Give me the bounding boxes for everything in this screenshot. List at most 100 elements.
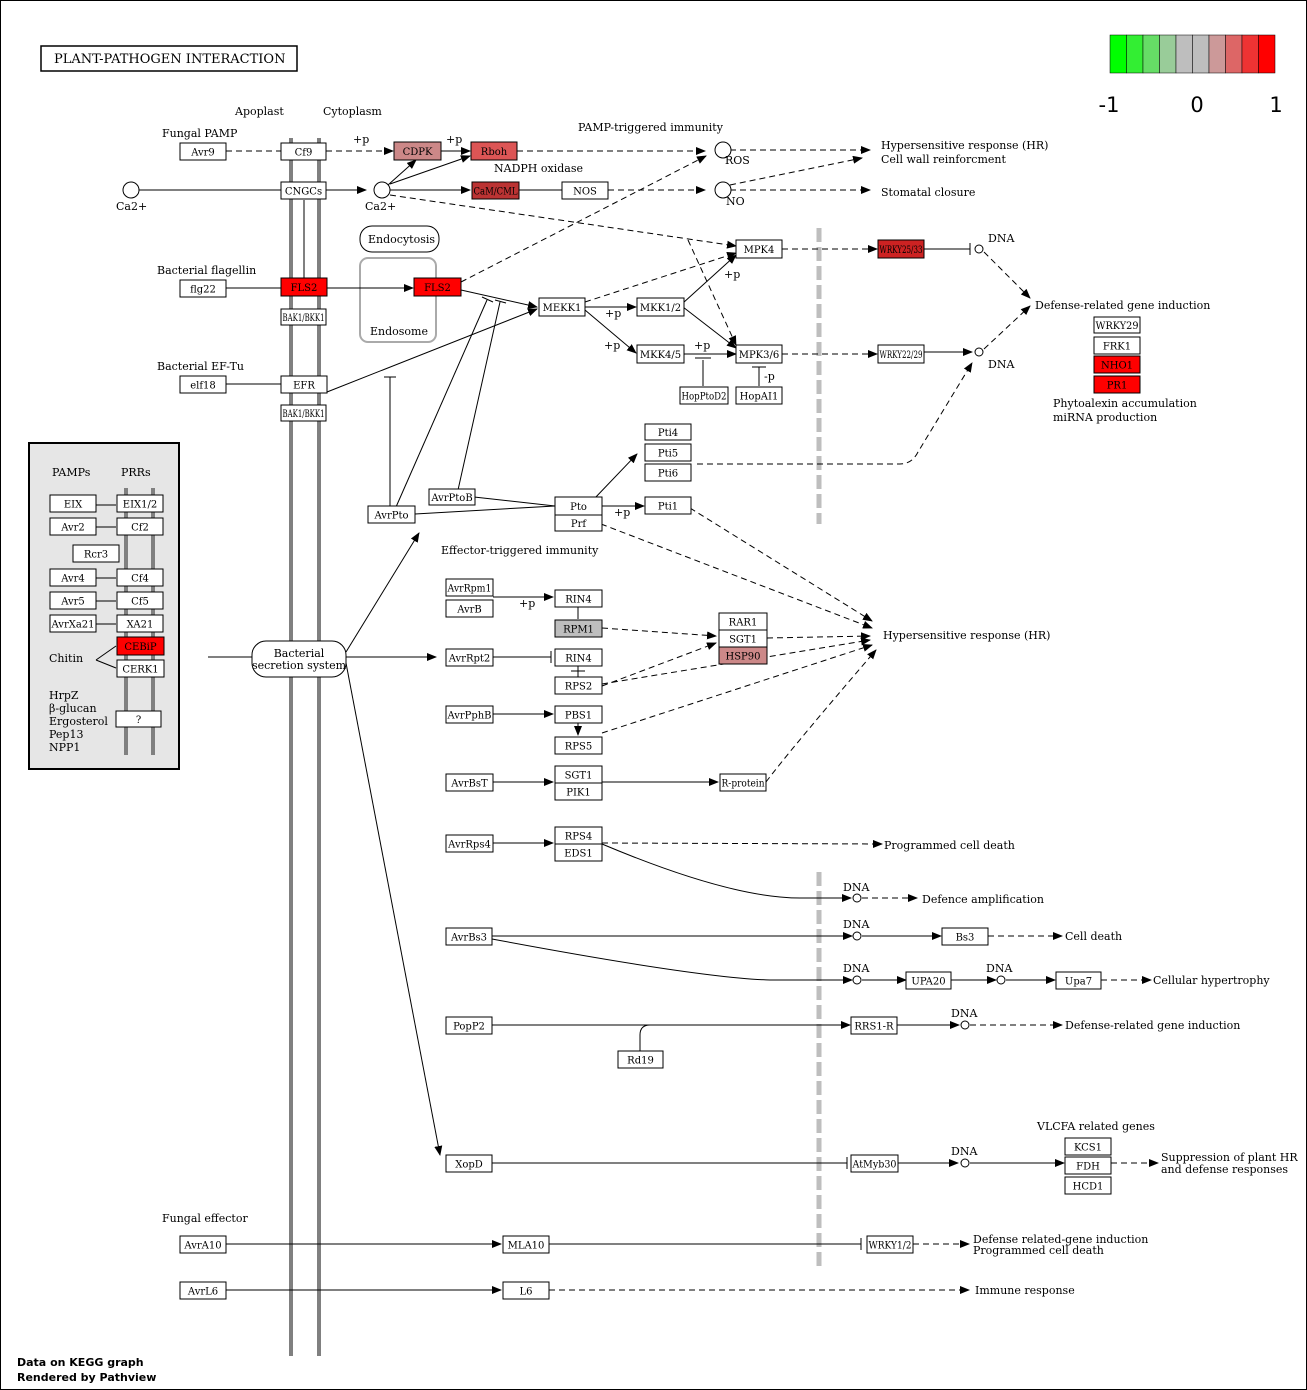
- gene-node-cngcs[interactable]: CNGCs: [280, 181, 327, 200]
- gene-box[interactable]: [116, 659, 165, 678]
- gene-node-rpm1[interactable]: RPM1: [554, 619, 603, 638]
- gene-node-unknown[interactable]: ?: [115, 710, 162, 728]
- gene-node-nho1[interactable]: NHO1: [1093, 355, 1141, 374]
- gene-node-hopptod2[interactable]: HopPtoD2: [679, 386, 729, 405]
- gene-box[interactable]: [280, 142, 327, 161]
- gene-node-rin4[interactable]: RIN4: [554, 589, 603, 608]
- gene-node-pti1[interactable]: Pti1: [644, 496, 692, 515]
- gene-node-pr1[interactable]: PR1: [1093, 375, 1141, 394]
- gene-node-fls2[interactable]: FLS2: [413, 277, 462, 297]
- gene-box[interactable]: [905, 971, 952, 990]
- gene-box[interactable]: [179, 1235, 227, 1254]
- gene-node-frk1[interactable]: FRK1: [1093, 336, 1141, 355]
- gene-box[interactable]: [280, 277, 328, 297]
- gene-box[interactable]: [502, 1281, 550, 1300]
- gene-node-avrrpm1[interactable]: AvrRpm1: [445, 578, 494, 597]
- gene-box[interactable]: [735, 386, 783, 405]
- gene-box[interactable]: [735, 239, 783, 259]
- gene-node-cf2[interactable]: Cf2: [116, 517, 164, 536]
- gene-box[interactable]: [413, 277, 462, 297]
- gene-node-mekk1[interactable]: MEKK1: [538, 297, 586, 317]
- gene-box[interactable]: [554, 589, 603, 608]
- gene-node-pti6[interactable]: Pti6: [644, 463, 692, 482]
- gene-box[interactable]: [877, 239, 925, 259]
- gene-box[interactable]: [445, 834, 494, 853]
- gene-box[interactable]: [393, 141, 442, 161]
- gene-box[interactable]: [116, 591, 164, 610]
- gene-box[interactable]: [367, 505, 416, 524]
- gene-box[interactable]: [179, 279, 227, 298]
- gene-node-l6[interactable]: L6: [502, 1281, 550, 1300]
- gene-box[interactable]: [644, 496, 692, 515]
- gene-node-prf[interactable]: Prf: [554, 514, 603, 532]
- gene-node-cebip[interactable]: CEBiP: [116, 636, 165, 656]
- gene-node-cf5[interactable]: Cf5: [116, 591, 164, 610]
- gene-node-avr4[interactable]: Avr4: [49, 568, 97, 587]
- gene-node-mpk3-6[interactable]: MPK3/6: [735, 344, 783, 364]
- gene-box[interactable]: [636, 344, 685, 364]
- gene-node-avrrpt2[interactable]: AvrRpt2: [445, 648, 494, 667]
- gene-node-hsp90[interactable]: HSP90: [718, 646, 768, 665]
- gene-node-rd19[interactable]: Rd19: [617, 1050, 664, 1069]
- gene-node-hopai1[interactable]: HopAI1: [735, 386, 783, 405]
- gene-node-avr9[interactable]: Avr9: [179, 142, 227, 161]
- gene-node-avrb[interactable]: AvrB: [445, 599, 494, 618]
- gene-box[interactable]: [877, 344, 925, 364]
- gene-box[interactable]: [554, 648, 603, 667]
- gene-node-cf4[interactable]: Cf4: [116, 568, 164, 587]
- gene-node-eix[interactable]: EIX: [49, 494, 97, 513]
- gene-box[interactable]: [1093, 336, 1141, 355]
- gene-box[interactable]: [561, 181, 609, 200]
- gene-node-avra10[interactable]: AvrA10: [179, 1235, 227, 1254]
- gene-node-avr5[interactable]: Avr5: [49, 591, 97, 610]
- gene-box[interactable]: [538, 297, 586, 317]
- gene-box[interactable]: [644, 423, 692, 441]
- gene-node-r-protein[interactable]: R-protein: [719, 773, 767, 792]
- gene-box[interactable]: [644, 463, 692, 482]
- gene-box[interactable]: [445, 1154, 493, 1173]
- gene-node-avrl6[interactable]: AvrL6: [179, 1281, 227, 1300]
- gene-node-wrky25-33[interactable]: WRKY25/33: [877, 239, 925, 259]
- gene-box[interactable]: [115, 710, 162, 728]
- gene-box[interactable]: [554, 736, 603, 755]
- gene-box[interactable]: [445, 648, 494, 667]
- gene-node-rar1[interactable]: RAR1: [718, 612, 768, 631]
- gene-box[interactable]: [866, 1235, 914, 1254]
- gene-node-cdpk[interactable]: CDPK: [393, 141, 442, 161]
- gene-node-avrbst[interactable]: AvrBsT: [445, 773, 494, 792]
- gene-node-cerk1[interactable]: CERK1: [116, 659, 165, 678]
- gene-node-sgt1[interactable]: SGT1: [718, 629, 768, 648]
- gene-node-upa7[interactable]: Upa7: [1055, 971, 1102, 990]
- gene-node-popp2[interactable]: PopP2: [445, 1016, 493, 1035]
- gene-box[interactable]: [1055, 971, 1102, 990]
- gene-box[interactable]: [445, 705, 494, 724]
- gene-node-avrptob[interactable]: AvrPtoB: [428, 488, 476, 506]
- gene-box[interactable]: [941, 927, 989, 946]
- gene-node-upa20[interactable]: UPA20: [905, 971, 952, 990]
- gene-node-pbs1[interactable]: PBS1: [554, 705, 603, 724]
- gene-box[interactable]: [554, 514, 603, 532]
- gene-node-bak1-bkk1[interactable]: BAK1/BKK1: [280, 308, 327, 326]
- gene-box[interactable]: [49, 568, 97, 587]
- gene-box[interactable]: [280, 308, 327, 326]
- gene-node-cam-cml[interactable]: CaM/CML: [471, 181, 520, 200]
- gene-box[interactable]: [1093, 316, 1141, 334]
- gene-box[interactable]: [554, 676, 603, 695]
- gene-box[interactable]: [428, 488, 476, 506]
- gene-box[interactable]: [554, 619, 603, 638]
- gene-node-wrky1-2[interactable]: WRKY1/2: [866, 1235, 914, 1254]
- gene-node-xopd[interactable]: XopD: [445, 1154, 493, 1173]
- gene-node-mkk4-5[interactable]: MKK4/5: [636, 344, 685, 364]
- gene-box[interactable]: [644, 443, 692, 462]
- gene-box[interactable]: [280, 181, 327, 200]
- gene-box[interactable]: [116, 614, 164, 633]
- gene-node-cf9[interactable]: Cf9: [280, 142, 327, 161]
- gene-box[interactable]: [470, 141, 518, 161]
- gene-box[interactable]: [445, 927, 493, 946]
- gene-node-pti4[interactable]: Pti4: [644, 423, 692, 441]
- gene-node-fls2[interactable]: FLS2: [280, 277, 328, 297]
- gene-box[interactable]: [49, 614, 97, 633]
- gene-node-sgt1[interactable]: SGT1: [554, 765, 603, 784]
- gene-box[interactable]: [850, 1154, 899, 1173]
- gene-box[interactable]: [679, 386, 729, 405]
